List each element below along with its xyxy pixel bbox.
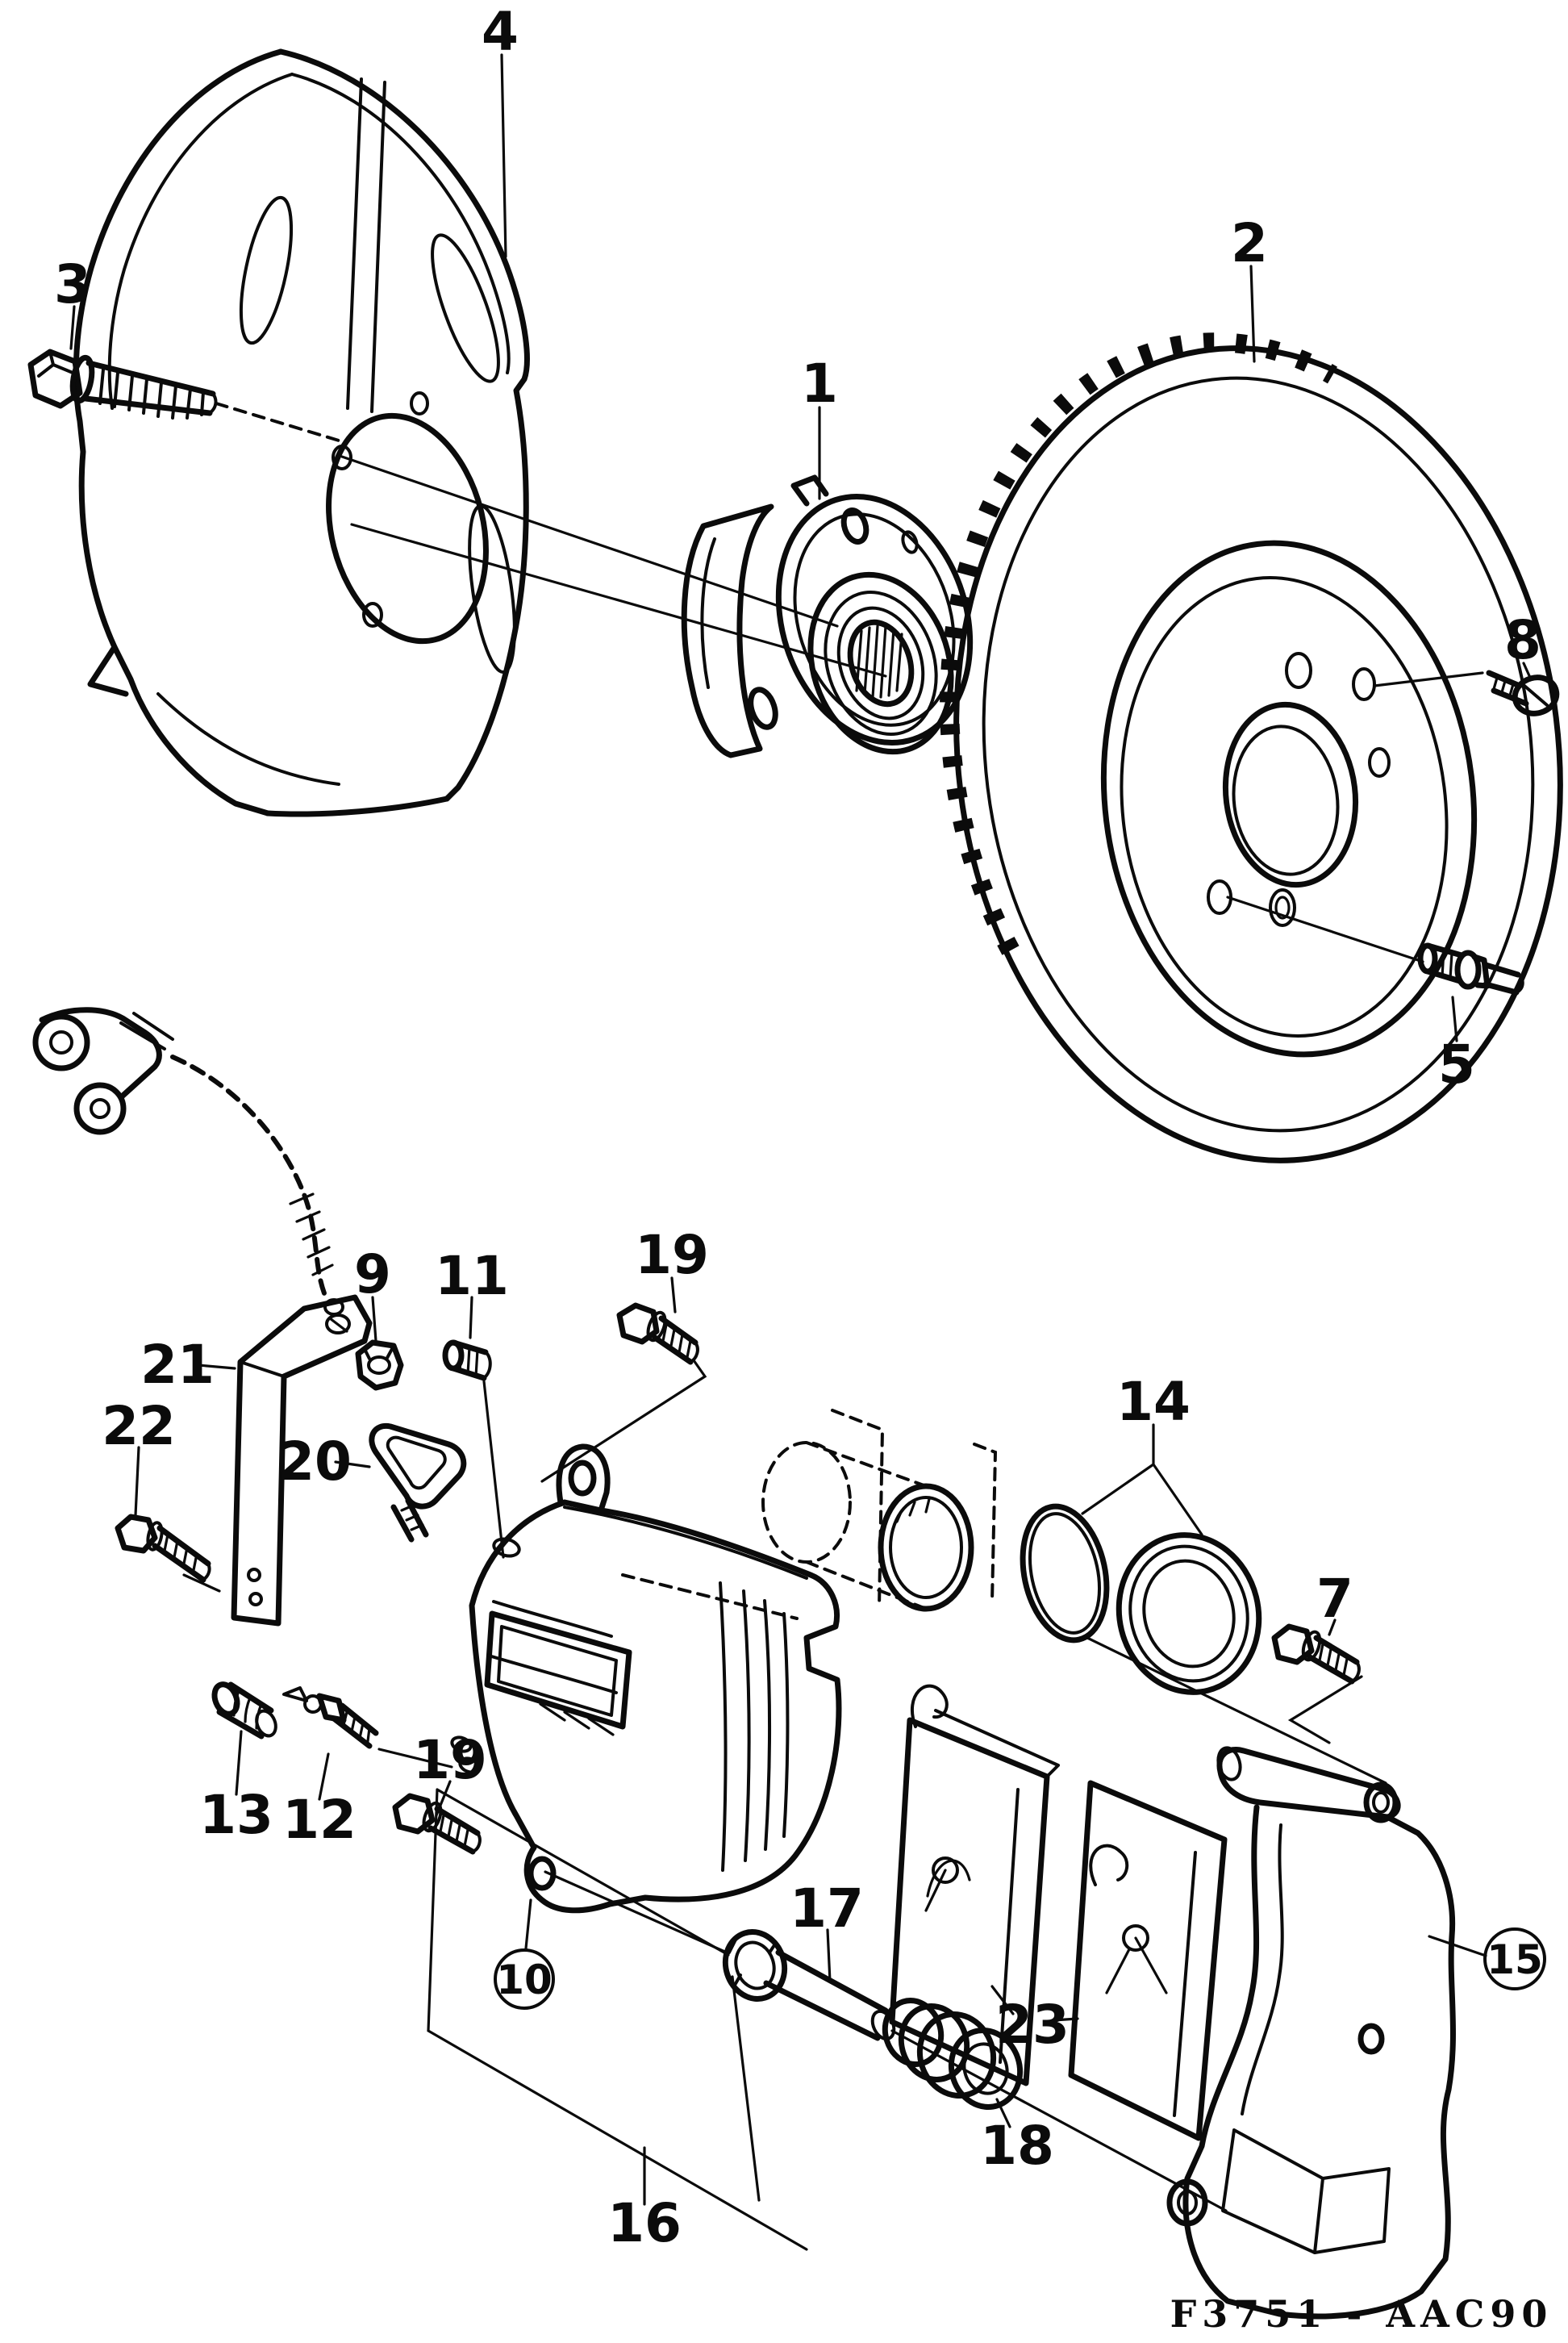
callout-18: 18 [980, 2115, 1054, 2177]
guide-pin-boot [882, 1998, 1024, 2110]
hose-nut [355, 1339, 404, 1391]
plug [442, 1339, 492, 1381]
callout-19a: 19 [635, 1224, 709, 1286]
caliper-bolt-upper [616, 1302, 699, 1365]
callout-3: 3 [54, 253, 91, 315]
brake-disc [940, 332, 1563, 1163]
callout-16: 16 [607, 2192, 682, 2254]
caliper-housing [450, 1443, 842, 1914]
dust-shield [73, 48, 530, 817]
leader-lines [69, 53, 1533, 2251]
bracket-bolt [115, 1514, 211, 1583]
callout-4: 4 [482, 1, 519, 63]
shield-bolt [27, 349, 218, 420]
callout-5: 5 [1438, 1034, 1475, 1096]
callout-13: 13 [199, 1784, 273, 1846]
plate-code: F3751 - AAC90 [1170, 2292, 1553, 2336]
callout-19b: 19 [413, 1729, 487, 1791]
callout-2: 2 [1231, 212, 1268, 274]
caliper-bolt-lower [392, 1793, 482, 1855]
carrier-bolt [1271, 1623, 1361, 1685]
bleed-cap [211, 1681, 277, 1740]
callout-21: 21 [140, 1334, 215, 1396]
callout-15-circled: 15 [1483, 1927, 1546, 1990]
hose-lock [369, 1422, 467, 1543]
guide-pin [722, 1929, 896, 2041]
callout-11: 11 [435, 1245, 509, 1307]
wheel-hub [681, 474, 974, 758]
callout-10: 10 [496, 1957, 553, 2003]
hose-bracket [231, 1294, 373, 1627]
piston [761, 1409, 998, 1612]
callout-12: 12 [282, 1789, 357, 1851]
brake-hose [32, 1007, 344, 1316]
callouts: 4 3 1 2 8 5 9 11 19 21 22 20 14 7 13 12 … [54, 1, 1546, 2254]
callout-1: 1 [801, 353, 838, 415]
callout-7: 7 [1316, 1568, 1353, 1630]
callout-22: 22 [102, 1395, 176, 1457]
bleed-nipple [282, 1686, 379, 1749]
callout-23: 23 [995, 1994, 1070, 2056]
callout-8: 8 [1504, 609, 1541, 671]
callout-17: 17 [790, 1877, 864, 1940]
callout-15: 15 [1487, 1936, 1543, 1983]
caliper-carrier [1166, 1746, 1456, 2320]
callout-20: 20 [277, 1430, 352, 1493]
callout-9: 9 [354, 1243, 391, 1305]
seal-kit [1020, 1503, 1262, 1695]
wheel-stud [1417, 942, 1524, 996]
brake-pads [889, 1684, 1228, 2141]
callout-14: 14 [1116, 1371, 1191, 1433]
callout-10-circled: 10 [494, 1948, 555, 2010]
